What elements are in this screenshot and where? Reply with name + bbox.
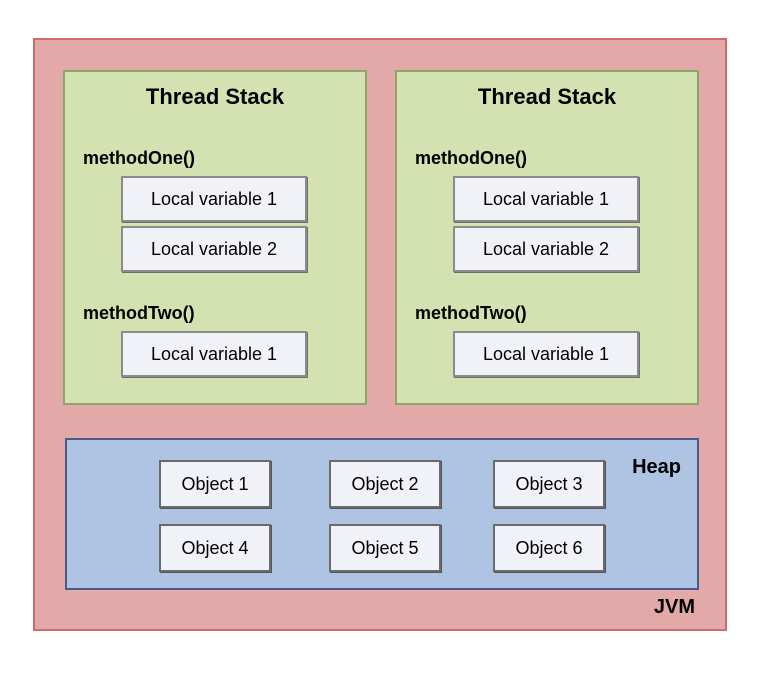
- method-one-label: methodOne(): [83, 148, 195, 168]
- jvm-container: Thread Stack methodOne() Local variable …: [33, 38, 727, 631]
- heap-container: Heap Object 1 Object 2 Object 3 Object 4…: [65, 438, 699, 590]
- heap-object: Object 4: [159, 524, 271, 572]
- heap-object: Object 5: [329, 524, 441, 572]
- local-variable-box: Local variable 1: [121, 176, 307, 222]
- heap-object: Object 2: [329, 460, 441, 508]
- local-variable-box: Local variable 1: [121, 331, 307, 377]
- thread-stack-1: Thread Stack methodOne() Local variable …: [63, 70, 367, 405]
- local-variable-box: Local variable 2: [453, 226, 639, 272]
- method-one-label: methodOne(): [415, 148, 527, 168]
- heap-object: Object 1: [159, 460, 271, 508]
- local-variable-box: Local variable 2: [121, 226, 307, 272]
- thread-stack-2: Thread Stack methodOne() Local variable …: [395, 70, 699, 405]
- method-two-label: methodTwo(): [415, 303, 527, 323]
- heap-object: Object 3: [493, 460, 605, 508]
- thread-stack-title: Thread Stack: [145, 84, 285, 109]
- heap-object: Object 6: [493, 524, 605, 572]
- local-variable-box: Local variable 1: [453, 176, 639, 222]
- heap-label: Heap: [632, 456, 681, 478]
- method-two-label: methodTwo(): [83, 303, 195, 323]
- thread-stack-title: Thread Stack: [477, 84, 617, 109]
- local-variable-box: Local variable 1: [453, 331, 639, 377]
- jvm-label: JVM: [653, 596, 695, 618]
